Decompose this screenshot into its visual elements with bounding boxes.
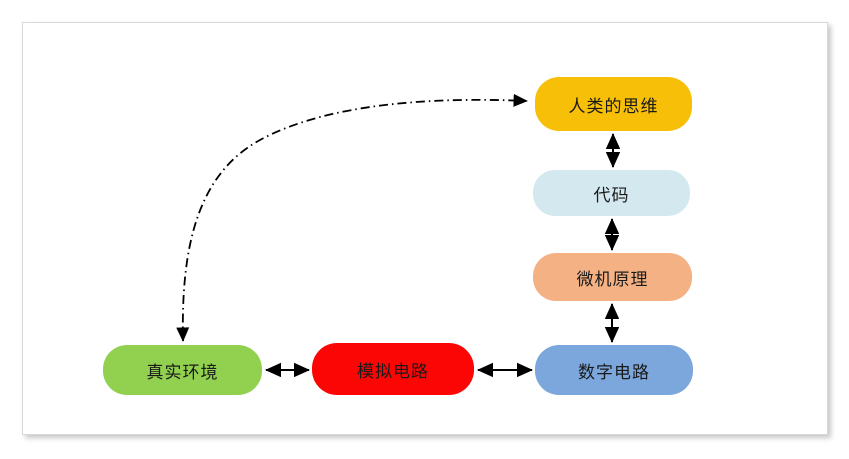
node-label-real-environment: 真实环境 (146, 362, 219, 382)
node-human-thought[interactable]: 人类的思维 (535, 77, 692, 131)
node-label-analog-circuit: 模拟电路 (357, 361, 429, 381)
node-label-microcomputer-principle: 微机原理 (576, 269, 649, 289)
node-microcomputer-principle[interactable]: 微机原理 (533, 253, 692, 301)
edge-real-environment-human-thought (176, 93, 528, 342)
node-real-environment[interactable]: 真实环境 (103, 345, 262, 395)
node-code[interactable]: 代码 (533, 170, 690, 216)
node-label-human-thought: 人类的思维 (568, 96, 659, 116)
node-label-code: 代码 (593, 185, 630, 205)
node-digital-circuit[interactable]: 数字电路 (535, 345, 693, 395)
node-label-digital-circuit: 数字电路 (578, 362, 650, 382)
node-analog-circuit[interactable]: 模拟电路 (312, 343, 474, 395)
